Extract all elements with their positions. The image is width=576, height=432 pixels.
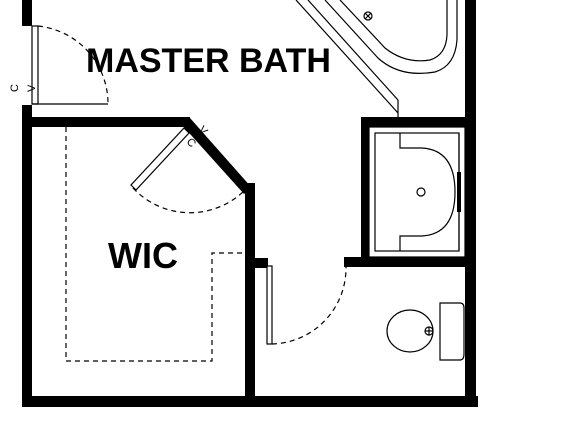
wall-toilet-top	[344, 257, 474, 267]
wall-shower-top	[361, 117, 474, 127]
wall-pocket-stub	[255, 258, 268, 268]
toilet-room-door	[266, 265, 347, 345]
wic-shelf-outline	[65, 127, 245, 362]
tub-outer-rim	[324, 0, 458, 74]
pocket-door-leaf	[266, 265, 273, 345]
pocket-door-swing	[271, 266, 347, 345]
wic-door-swing	[132, 187, 246, 214]
entry-door: C V	[9, 25, 109, 105]
wall-left-top	[22, 0, 32, 26]
shower-enclosure	[368, 126, 466, 258]
wic-door-jamb	[189, 121, 246, 186]
toilet-flush-icon	[424, 326, 434, 336]
wall-diagonal-corner	[182, 118, 252, 194]
entry-door-swing	[37, 25, 109, 105]
wall-right	[465, 0, 476, 407]
wall-wic-right	[245, 183, 255, 403]
wic-shelving	[65, 127, 245, 362]
entry-mark-c: C	[9, 84, 21, 92]
entry-mark-v: V	[26, 84, 38, 92]
wall-wic-top	[22, 117, 190, 127]
walls	[22, 0, 478, 407]
tub-inner-basin	[339, 0, 448, 62]
wall-left-mid	[22, 105, 32, 407]
room-label-master-bath: MASTER BATH	[86, 42, 331, 80]
wic-door: V C	[130, 121, 246, 214]
shower-drain-icon	[416, 187, 426, 197]
wall-shower-left	[361, 117, 369, 267]
shower-seat-curve	[399, 133, 456, 251]
shower-valve	[457, 172, 461, 212]
toilet	[386, 302, 465, 361]
tub-deck-edge-2	[307, 0, 399, 101]
tub-drain-icon	[363, 11, 373, 21]
shower	[368, 126, 466, 258]
room-label-wic: WIC	[108, 235, 178, 276]
toilet-tank	[439, 302, 465, 361]
wic-door-leaf	[130, 127, 190, 191]
corner-tub	[295, 0, 458, 117]
tub-deck-edge-1	[295, 0, 399, 114]
